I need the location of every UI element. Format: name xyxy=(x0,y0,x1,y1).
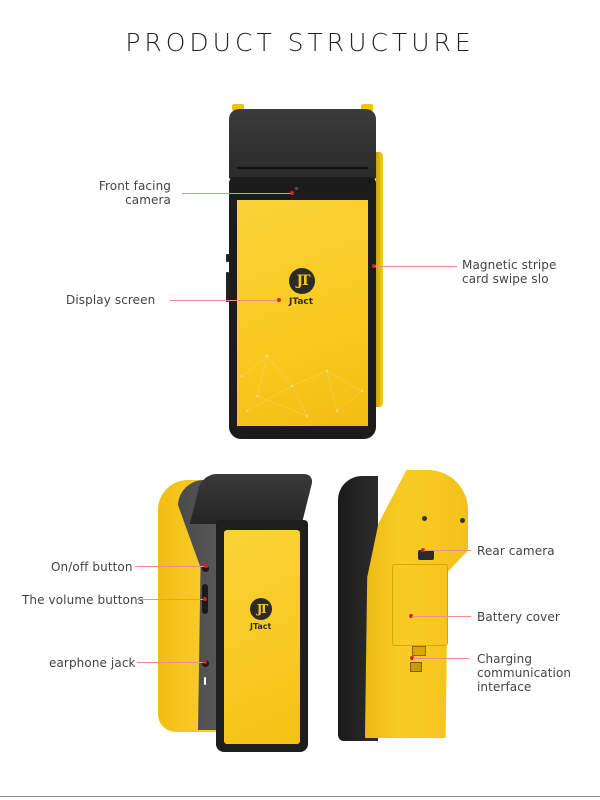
label-charging-interface: Charging communication interface xyxy=(477,652,571,694)
paper-slot xyxy=(237,167,368,169)
label-earphone-jack: earphone jack xyxy=(49,656,136,670)
jtact-logo-icon: JT xyxy=(250,598,272,620)
magnetic-stripe-slot xyxy=(376,152,383,407)
label-display-screen: Display screen xyxy=(66,293,156,307)
leader-earphone-jack xyxy=(137,662,204,663)
label-line: camera xyxy=(125,193,171,207)
leader-volume-buttons xyxy=(136,599,204,600)
marker-rear-camera xyxy=(421,548,425,552)
marker-charging-interface xyxy=(410,656,414,660)
back-view-device xyxy=(338,466,468,741)
printer-head xyxy=(189,474,315,524)
bottom-divider xyxy=(0,796,600,797)
printer-head xyxy=(229,109,376,179)
front-view-device: JT JTact xyxy=(226,104,383,439)
battery-latch xyxy=(412,646,426,656)
leader-front-camera xyxy=(182,193,292,194)
network-pattern-icon xyxy=(240,354,364,418)
label-power-button: On/off button xyxy=(51,560,133,574)
label-line: Front facing xyxy=(98,179,171,193)
printer-clip-left xyxy=(232,104,244,111)
marker-mag-stripe xyxy=(372,264,376,268)
indicator-light xyxy=(204,677,206,685)
label-front-camera: Front facing camera xyxy=(60,179,171,207)
printer-clip-right xyxy=(361,104,373,111)
label-battery-cover: Battery cover xyxy=(477,610,560,624)
leader-power-button xyxy=(135,566,205,567)
label-line: Charging xyxy=(477,652,533,666)
side-view-device: JT JTact xyxy=(158,472,315,752)
marker-front-camera xyxy=(290,191,294,195)
rear-camera xyxy=(418,550,434,560)
marker-display-screen xyxy=(277,298,281,302)
device-front: JT JTact xyxy=(216,520,308,752)
power-button xyxy=(202,565,209,572)
display-screen: JT JTact xyxy=(224,530,300,744)
page-title: PRODUCT STRUCTURE xyxy=(125,28,475,57)
label-volume-buttons: The volume buttons xyxy=(22,593,145,607)
jtact-logo-icon: JT xyxy=(289,268,315,294)
logo-text: JTact xyxy=(289,297,314,307)
label-rear-camera: Rear camera xyxy=(477,544,555,558)
screw xyxy=(460,518,465,523)
leader-battery-cover xyxy=(412,616,471,617)
label-line: card swipe slo xyxy=(462,272,549,286)
battery-cover xyxy=(392,564,448,646)
label-mag-stripe: Magnetic stripe card swipe slo xyxy=(462,258,557,286)
device-body: JT JTact xyxy=(229,177,376,439)
front-camera xyxy=(295,187,298,190)
screw xyxy=(422,516,427,521)
leader-mag-stripe xyxy=(375,266,457,267)
marker-battery-cover xyxy=(409,614,413,618)
label-line: communication xyxy=(477,666,572,680)
logo-text: JTact xyxy=(250,622,272,631)
leader-charging-interface xyxy=(413,658,469,659)
marker-volume-buttons xyxy=(203,597,207,601)
leader-display-screen xyxy=(170,300,278,301)
side-button-long xyxy=(226,272,229,302)
label-line: Magnetic stripe xyxy=(462,258,557,272)
display-screen: JT JTact xyxy=(237,200,368,426)
marker-power-button xyxy=(204,564,208,568)
charging-port xyxy=(410,662,422,672)
marker-earphone-jack xyxy=(203,660,207,664)
leader-rear-camera xyxy=(424,550,471,551)
label-line: interface xyxy=(477,680,532,694)
side-button-small xyxy=(226,254,229,262)
